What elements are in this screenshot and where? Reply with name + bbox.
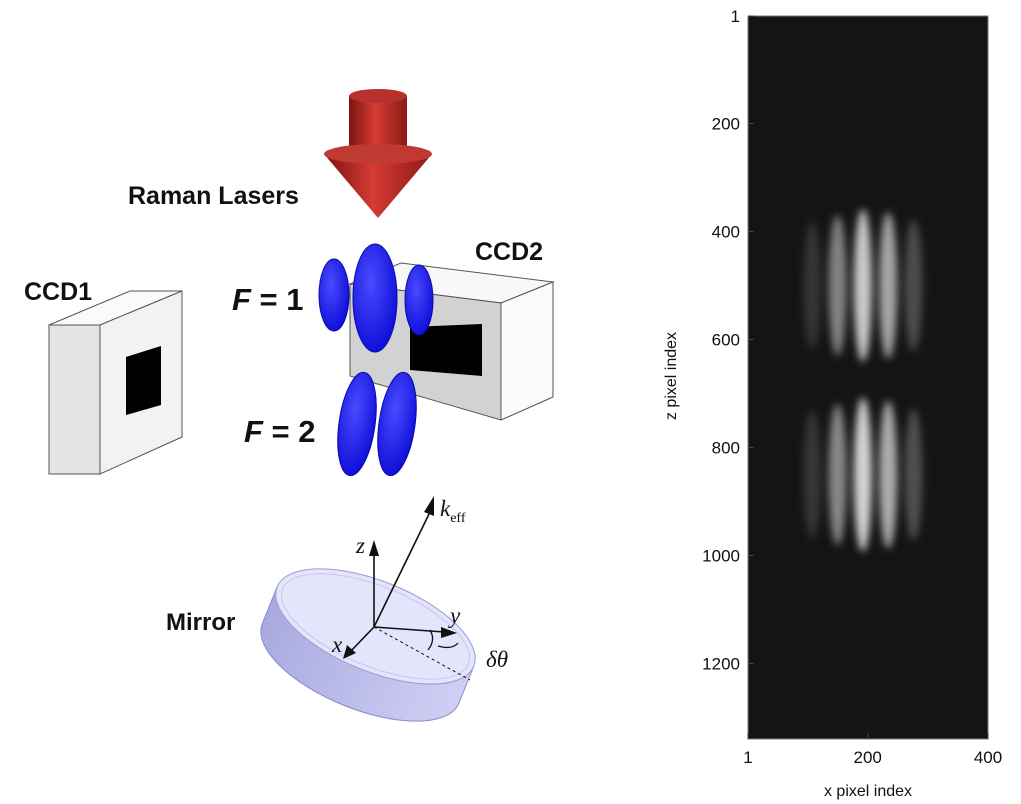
x-axis-title: x pixel index [824,783,912,800]
y-tick-label: 200 [712,114,740,133]
fringe-stripe-lower [828,403,847,546]
z-axis-label: z [355,533,365,558]
fringe-stripe-lower [803,410,822,539]
ccd2-sensor [410,324,482,376]
cloud-f1-center [352,243,398,353]
image-frame [747,15,989,740]
ccd1-sensor [126,346,161,415]
y-tick-label: 1 [731,7,740,26]
y-tick-label: 1200 [702,654,740,673]
fringe-stripe-lower [853,397,872,552]
x-tick-label: 200 [854,748,882,767]
coordinate-axes [343,496,471,681]
cloud-f1-left [318,258,350,332]
experiment-schematic: Raman Lasers CCD1 CCD2 F = 1 F = 2 Mirr [24,89,555,722]
x-tick-label: 400 [974,748,1002,767]
ccd2-camera [348,262,555,421]
x-axis-label: x [331,632,343,657]
fringe-stripe-upper [904,219,923,352]
x-axis-ticks: 1 200 400 [743,733,1002,767]
atom-clouds-f1 [318,243,434,353]
f2-label: F = 2 [244,414,316,449]
raman-lasers-label: Raman Lasers [128,182,299,210]
ccd1-camera [48,290,183,475]
fringe-stripe-upper [853,209,872,362]
fringe-stripe-upper [828,215,847,356]
y-tick-label: 600 [712,330,740,349]
f1-label: F = 1 [232,282,304,317]
mirror-label: Mirror [166,609,235,636]
fringe-stripe-upper [879,212,898,359]
y-axis-title: z pixel index [663,332,680,420]
mirror [260,568,476,722]
k-eff-label: keff [440,496,466,526]
cloud-f2-right [377,371,417,477]
y-axis-label: y [448,603,461,628]
raman-laser-arrow [324,89,432,218]
cloud-f2-left [337,371,377,477]
x-tick-label: 1 [743,748,752,767]
cloud-f1-right [404,264,434,336]
tilt-angle-label: δθ [486,647,508,672]
atom-clouds-f2 [337,371,417,477]
fringe-stripe-upper [803,221,822,349]
ccd1-label: CCD1 [24,278,92,306]
y-tick-label: 800 [712,438,740,457]
y-tick-label: 1000 [702,546,740,565]
ccd2-label: CCD2 [475,238,543,266]
y-tick-label: 400 [712,222,740,241]
fringe-layer [803,209,923,552]
fringe-stripe-lower [904,408,923,541]
fringe-stripe-lower [879,400,898,549]
